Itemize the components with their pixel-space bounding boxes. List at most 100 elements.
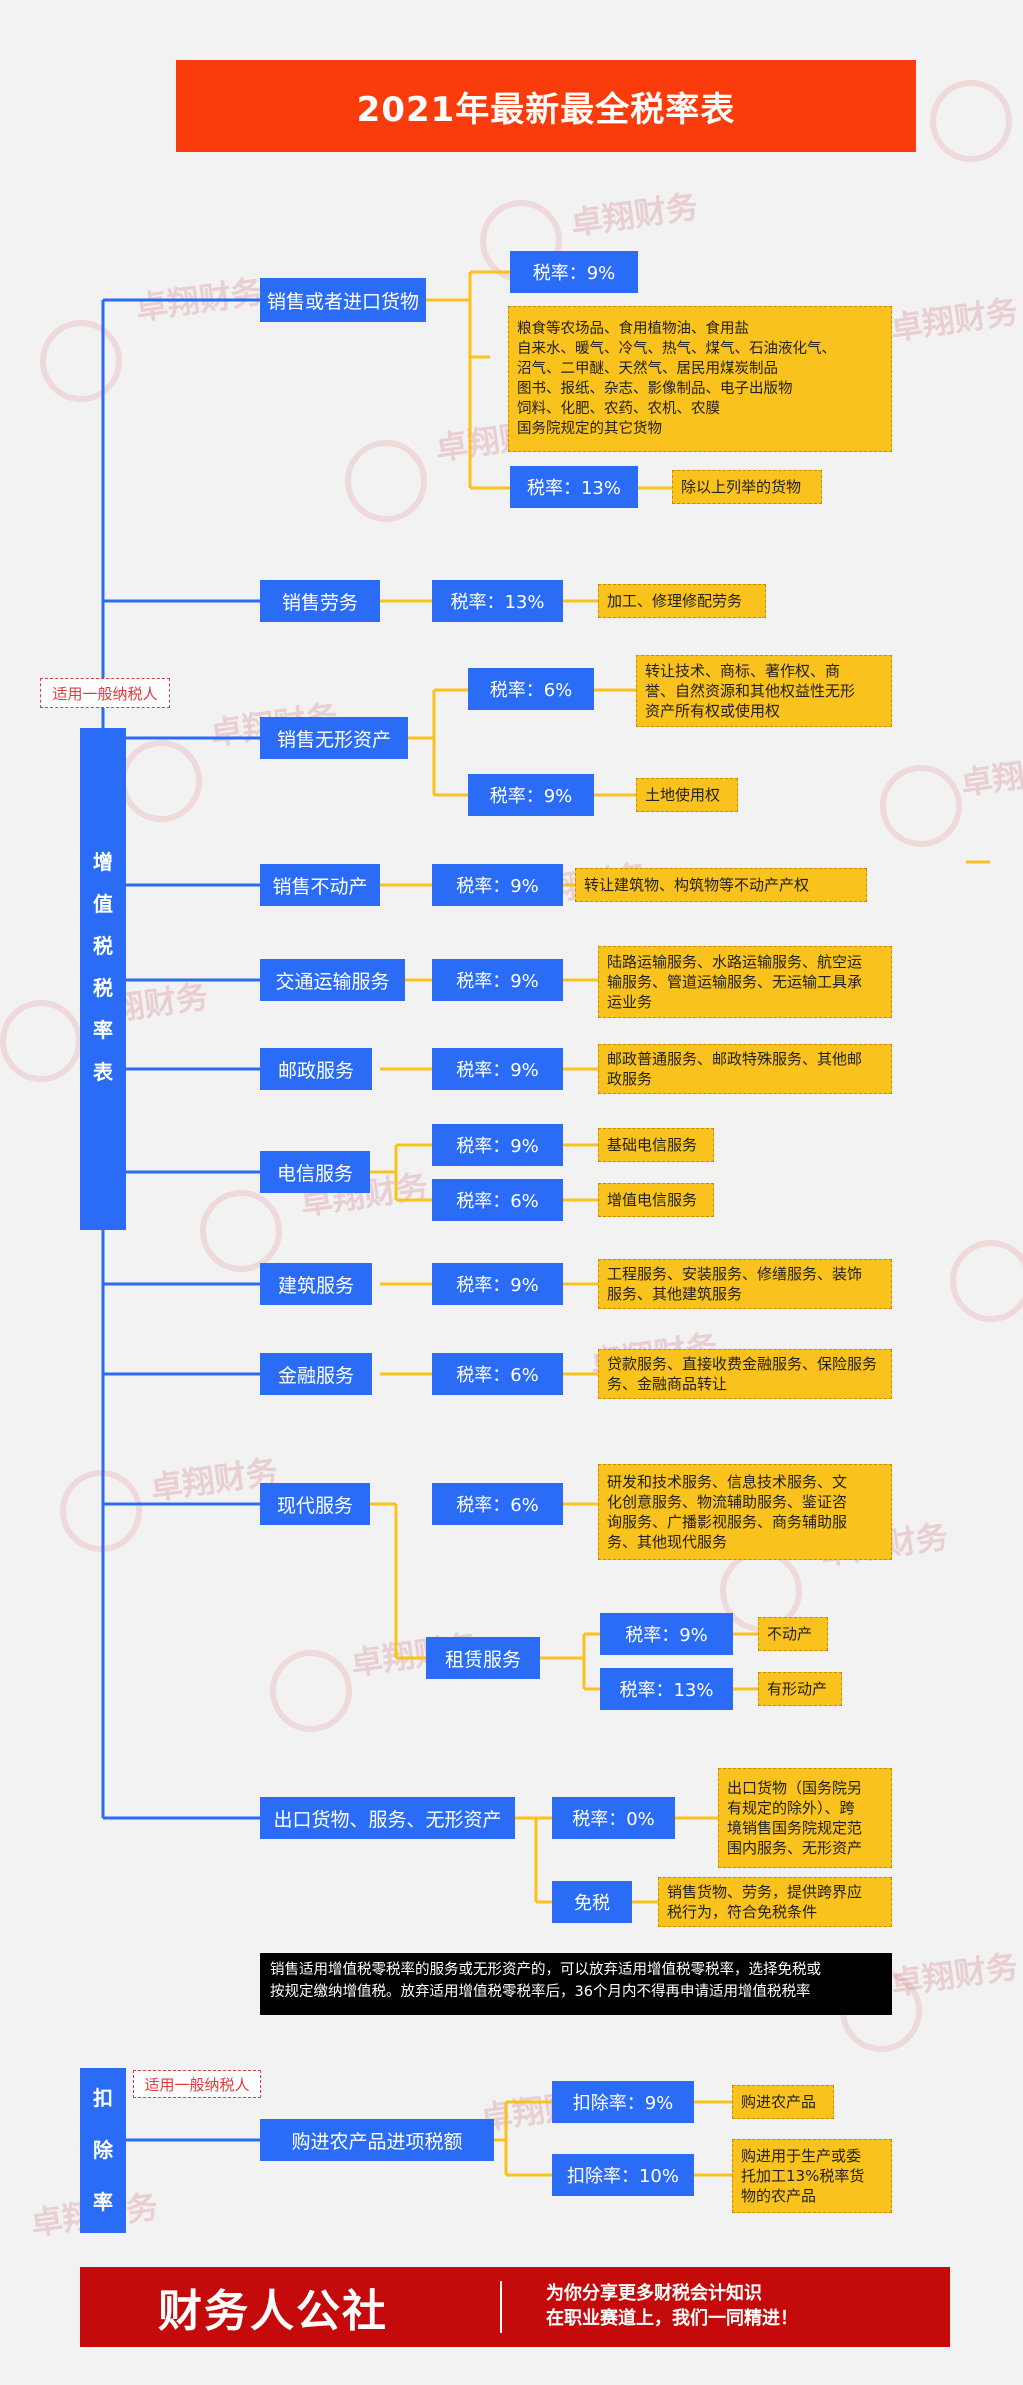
item-text: 工程服务、安装服务、修缮服务、装饰	[607, 1265, 863, 1283]
telecom-6-items: 增值电信服务	[598, 1183, 714, 1217]
telecom-9-items: 基础电信服务	[598, 1128, 714, 1162]
item-text: 增值电信服务	[607, 1191, 698, 1209]
finance-items: 贷款服务、直接收费金融服务、保险服务 务、金融商品转让	[598, 1349, 892, 1399]
export-items: 出口货物（国务院另 有规定的除外）、跨 境销售国务院规定范 围内服务、无形资产	[718, 1768, 892, 1868]
deduction-label-char: 扣	[93, 2086, 113, 2110]
item-text: 政服务	[607, 1070, 653, 1088]
rate-lease-9: 税率：9%	[600, 1613, 733, 1655]
rate-goods-13: 税率：13%	[510, 466, 638, 508]
rate-exempt: 免税	[552, 1881, 632, 1923]
category-goods: 销售或者进口货物	[260, 278, 426, 322]
vat-label-char: 税	[93, 934, 113, 958]
lease-9-items: 不动产	[758, 1617, 828, 1651]
deduction-9-items: 购进农产品	[732, 2085, 834, 2119]
item-text: 围内服务、无形资产	[727, 1839, 863, 1857]
rate-lease-13: 税率：13%	[600, 1668, 733, 1710]
item-text: 运业务	[607, 993, 653, 1011]
item-text: 税行为，符合免税条件	[667, 1903, 818, 1921]
category-postal: 邮政服务	[260, 1048, 372, 1090]
category-labor: 销售劳务	[260, 580, 380, 622]
note-line: 按规定缴纳增值税。放弃适用增值税零税率后，36个月内不得再申请适用增值税税率	[270, 1984, 811, 2000]
item-text: 有规定的除外）、跨	[727, 1799, 855, 1817]
rate-modern: 税率：6%	[432, 1483, 563, 1525]
item-text: 国务院规定的其它货物	[517, 421, 662, 437]
postal-items: 邮政普通服务、邮政特殊服务、其他邮 政服务	[598, 1044, 892, 1094]
item-text: 输服务、管道运输服务、无运输工具承	[607, 973, 863, 991]
watermark-seal	[0, 1000, 82, 1082]
item-text: 物的农产品	[741, 2187, 817, 2205]
watermark-seal	[950, 1240, 1023, 1322]
category-export: 出口货物、服务、无形资产	[260, 1797, 515, 1839]
item-text: 务、其他现代服务	[607, 1533, 728, 1551]
footer-divider	[500, 2281, 502, 2333]
item-text: 除以上列举的货物	[681, 478, 802, 496]
watermark-seal	[345, 440, 427, 522]
rate-intangible-6: 税率：6%	[468, 668, 594, 710]
realestate-items: 转让建筑物、构筑物等不动产产权	[575, 868, 867, 902]
goods-13-items: 除以上列举的货物	[672, 470, 822, 504]
lease-13-items: 有形动产	[758, 1672, 842, 1706]
footer-brand: 财务人公社	[158, 2286, 388, 2337]
item-text: 饲料、化肥、农药、农机、农膜	[517, 401, 720, 417]
rate-intangible-9: 税率：9%	[468, 774, 594, 816]
item-text: 务、金融商品转让	[607, 1375, 728, 1393]
item-text: 陆路运输服务、水路运输服务、航空运	[607, 953, 863, 971]
vat-label-char: 增	[93, 850, 113, 874]
item-text: 研发和技术服务、信息技术服务、文	[607, 1473, 848, 1491]
rate-finance: 税率：6%	[432, 1353, 563, 1395]
category-agri-deduction: 购进农产品进项税额	[260, 2119, 494, 2161]
item-text: 自来水、暖气、冷气、热气、煤气、石油液化气、	[517, 341, 836, 357]
item-text: 服务、其他建筑服务	[607, 1285, 743, 1303]
item-text: 转让技术、商标、著作权、商	[645, 662, 841, 680]
vat-label-char: 税	[93, 976, 113, 1000]
watermark-seal	[60, 1470, 142, 1552]
item-text: 出口货物（国务院另	[727, 1779, 863, 1797]
footer-banner: 财务人公社 为你分享更多财税会计知识 在职业赛道上，我们一同精进！	[80, 2267, 950, 2347]
watermark-seal	[270, 1650, 352, 1732]
exempt-items: 销售货物、劳务，提供跨界应 税行为，符合免税条件	[658, 1877, 892, 1927]
item-text: 境销售国务院规定范	[727, 1819, 863, 1837]
item-text: 不动产	[767, 1625, 813, 1643]
footer-line: 为你分享更多财税会计知识	[546, 2283, 762, 2304]
item-text: 邮政普通服务、邮政特殊服务、其他邮	[607, 1050, 863, 1068]
construction-items: 工程服务、安装服务、修缮服务、装饰 服务、其他建筑服务	[598, 1259, 892, 1309]
deduction-label-char: 率	[93, 2190, 113, 2214]
footer-slogan: 为你分享更多财税会计知识 在职业赛道上，我们一同精进！	[546, 2281, 798, 2331]
item-text: 购进农产品	[741, 2093, 817, 2111]
item-text: 询服务、广播影视服务、商务辅助服	[607, 1513, 848, 1531]
item-text: 图书、报纸、杂志、影像制品、电子出版物	[517, 381, 793, 397]
intangible-9-items: 土地使用权	[636, 778, 738, 812]
vat-scope-tag: 适用一般纳税人	[40, 678, 170, 708]
category-transport: 交通运输服务	[260, 959, 405, 1001]
item-text: 誉、自然资源和其他权益性无形	[645, 682, 856, 700]
transport-items: 陆路运输服务、水路运输服务、航空运 输服务、管道运输服务、无运输工具承 运业务	[598, 946, 892, 1018]
category-intangible: 销售无形资产	[260, 717, 408, 759]
item-text: 资产所有权或使用权	[645, 702, 781, 720]
category-lease: 租赁服务	[426, 1637, 540, 1679]
deduction-table-label: 扣 除 率	[80, 2068, 126, 2233]
category-finance: 金融服务	[260, 1353, 372, 1395]
watermark-seal	[880, 765, 962, 847]
rate-deduction-9: 扣除率：9%	[552, 2081, 694, 2123]
item-text: 有形动产	[767, 1680, 828, 1698]
item-text: 购进用于生产或委	[741, 2147, 862, 2165]
rate-realestate: 税率：9%	[432, 864, 563, 906]
item-text: 基础电信服务	[607, 1136, 698, 1154]
vat-label-char: 值	[93, 892, 113, 916]
item-text: 土地使用权	[645, 786, 721, 804]
deduction-scope-tag: 适用一般纳税人	[133, 2070, 261, 2098]
vat-label-char: 率	[93, 1018, 113, 1042]
rate-goods-9: 税率：9%	[510, 251, 638, 293]
footer-line: 在职业赛道上，我们一同精进！	[546, 2308, 798, 2329]
item-text: 粮食等农场品、食用植物油、食用盐	[517, 321, 749, 337]
rate-deduction-10: 扣除率：10%	[552, 2154, 694, 2196]
labor-items: 加工、修理修配劳务	[598, 584, 766, 618]
rate-postal: 税率：9%	[432, 1048, 563, 1090]
watermark-seal	[40, 320, 122, 402]
watermark-seal	[200, 1190, 282, 1272]
item-text: 贷款服务、直接收费金融服务、保险服务	[607, 1355, 878, 1373]
page-title: 2021年最新最全税率表	[176, 60, 916, 152]
rate-transport: 税率：9%	[432, 959, 563, 1001]
item-text: 沼气、二甲醚、天然气、居民用煤炭制品	[517, 361, 778, 377]
rate-export: 税率：0%	[552, 1797, 675, 1839]
